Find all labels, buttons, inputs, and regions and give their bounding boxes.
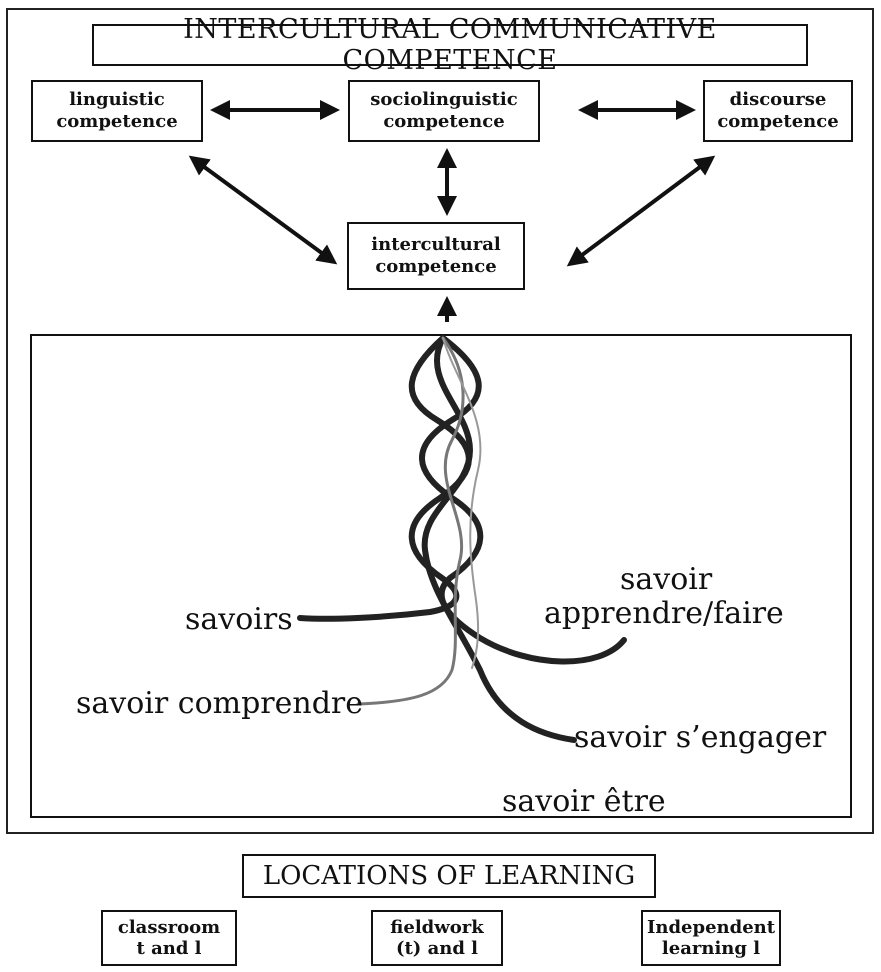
classroom-location-box: classroom t and l [101, 910, 237, 966]
sociolinguistic-competence-box: sociolinguistic competence [348, 80, 540, 142]
sociolinguistic-label-line2: competence [383, 111, 505, 132]
rope-strand-3 [421, 335, 577, 743]
rope-strand-2 [419, 335, 627, 665]
arrow-linguistic-intercultural [188, 155, 338, 265]
intercultural-label-line2: competence [375, 256, 497, 277]
linguistic-label-line1: linguistic [69, 89, 165, 110]
fieldwork-label-line1: fieldwork [390, 917, 484, 938]
savoir-etre-label: savoir être [502, 784, 666, 819]
rope-strand-1 [297, 335, 472, 622]
intercultural-competence-box: intercultural competence [347, 222, 525, 290]
arrow-discourse-intercultural [566, 155, 716, 267]
locations-of-learning-title: LOCATIONS OF LEARNING [242, 854, 656, 898]
fieldwork-label-line2: (t) and l [395, 938, 479, 959]
intercultural-label-line1: intercultural [371, 234, 501, 255]
savoirs-strand-panel [30, 334, 852, 818]
fieldwork-location-box: fieldwork (t) and l [371, 910, 503, 966]
discourse-label-line2: competence [717, 111, 839, 132]
classroom-label-line1: classroom [117, 917, 221, 938]
savoir-comprendre-label: savoir comprendre [76, 686, 363, 721]
diagram-title: INTERCULTURAL COMMUNICATIVE COMPETENCE [92, 14, 808, 76]
rope-strand-4 [356, 336, 465, 706]
discourse-competence-box: discourse competence [703, 80, 853, 142]
discourse-label-line1: discourse [729, 89, 827, 110]
savoir-apprendre-label-line2: apprendre/faire [544, 596, 784, 631]
independent-label-line1: Independent [646, 917, 776, 938]
classroom-label-line2: t and l [136, 938, 202, 959]
sociolinguistic-label-line1: sociolinguistic [370, 89, 518, 110]
linguistic-label-line2: competence [56, 111, 178, 132]
savoirs-label: savoirs [185, 602, 293, 637]
savoir-apprendre-label-line1: savoir [620, 562, 713, 597]
linguistic-competence-box: linguistic competence [31, 80, 203, 142]
savoir-sengager-label: savoir s’engager [574, 720, 827, 755]
independent-label-line2: learning l [661, 938, 761, 959]
rope-strand-5 [442, 337, 482, 669]
diagram-frame [6, 8, 874, 834]
independent-learning-location-box: Independent learning l [641, 910, 781, 966]
